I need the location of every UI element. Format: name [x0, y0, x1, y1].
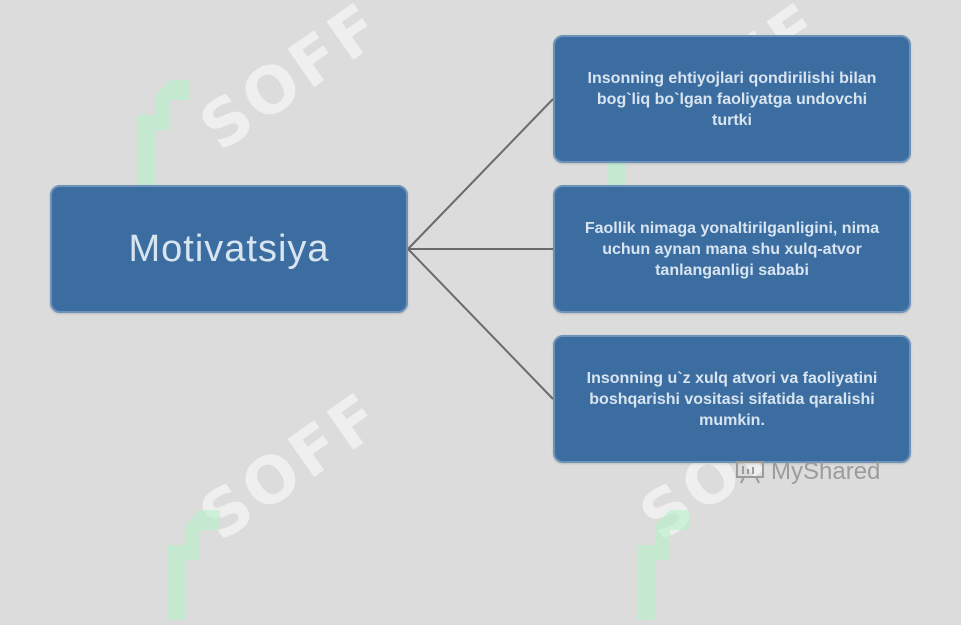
myshared-watermark: MyShared [735, 458, 880, 486]
connector-lines [407, 98, 554, 400]
branch-node-3: Insonning u`z xulq atvori va faoliyatini… [553, 335, 911, 463]
central-node-label: Motivatsiya [128, 227, 330, 270]
central-node: Motivatsiya [50, 185, 408, 313]
branch-node-label: Insonning ehtiyojlari qondirilishi bilan… [587, 69, 877, 129]
branch-node-label: Insonning u`z xulq atvori va faoliyatini… [586, 369, 878, 429]
branch-node-2: Faollik nimaga yonaltirilganligini, nima… [553, 185, 911, 313]
branch-node-label: Faollik nimaga yonaltirilganligini, nima… [584, 219, 880, 279]
presentation-board-icon [736, 461, 764, 484]
connector-line-3 [407, 248, 554, 400]
slide: SOFF SOFF SOFF SOFF Motivatsiya Insonnin… [50, 0, 911, 620]
brand-label: MyShared [771, 458, 881, 485]
connector-line-1 [407, 98, 554, 250]
branch-node-1: Insonning ehtiyojlari qondirilishi bilan… [553, 35, 911, 163]
